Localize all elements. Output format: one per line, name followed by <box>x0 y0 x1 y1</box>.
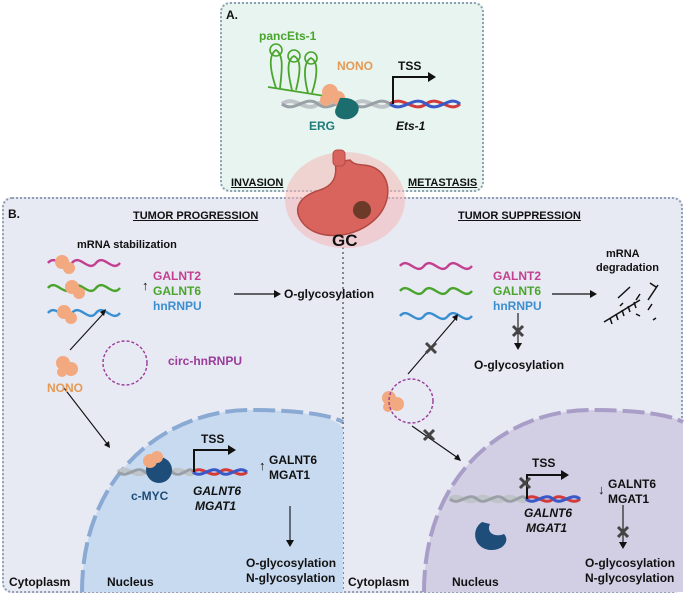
metastasis-label: METASTASIS <box>408 177 478 189</box>
galnt2-right: GALNT2 <box>493 269 541 283</box>
block-x-icon-2 <box>424 341 438 355</box>
cmyc-protein-icon-right <box>475 522 507 550</box>
cmyc-protein-icon <box>143 451 172 483</box>
erg-protein-icon <box>335 97 359 120</box>
panel-a-letter: A. <box>226 8 238 22</box>
stomach-icon <box>285 149 405 248</box>
invasion-label: INVASION <box>231 177 284 189</box>
mgat1-gene-right: MGAT1 <box>526 521 568 535</box>
oglyco-right-top: O-glycosylation <box>474 358 565 372</box>
nucleus-left-border <box>80 407 344 593</box>
tss-arrow-icon-a <box>392 72 436 104</box>
oglyco-nuc-right: O-glycosylation <box>585 556 676 570</box>
galnt6-right: GALNT6 <box>493 284 541 298</box>
mgat1-nuc-right: MGAT1 <box>608 492 650 506</box>
mgat1-gene-left: MGAT1 <box>195 499 237 513</box>
down-arrow-right: ↓ <box>598 482 605 497</box>
hnrnpu-right: hnRNPU <box>493 299 542 313</box>
block-x-icon-4 <box>518 476 532 490</box>
hnrnpu-left: hnRNPU <box>153 299 202 313</box>
block-x-icon-3 <box>422 428 436 442</box>
ets1-label: Ets-1 <box>396 119 426 133</box>
galnt6-gene-left: GALNT6 <box>193 484 241 498</box>
galnt6-nuc-left: GALNT6 <box>269 453 317 467</box>
oglyco-left-top: O-glycosylation <box>284 287 375 301</box>
arrow-to-oglyco-left <box>274 290 281 298</box>
tss-arrow-icon-left <box>193 445 236 472</box>
pancets-label: pancEts-1 <box>259 29 317 43</box>
block-x-icon-1 <box>511 324 525 338</box>
nucleus-right: Nucleus <box>452 575 499 589</box>
mrna-degradation-label-2: degradation <box>596 262 659 274</box>
oglyco-nuc-left: O-glycosylation <box>246 556 337 570</box>
mrna-degradation-label-1: mRNA <box>606 248 640 260</box>
tumor-progression-heading: TUMOR PROGRESSION <box>133 210 259 222</box>
nono-label-left: NONO <box>47 381 83 395</box>
circrna-icon-left <box>102 340 148 386</box>
tss-label-right: TSS <box>532 456 556 470</box>
pancets-rna-icon <box>267 43 351 101</box>
panel-b-letter: B. <box>8 207 20 221</box>
circrna-icon-right <box>388 378 434 424</box>
galnt2-left: GALNT2 <box>153 269 201 283</box>
nucleus-left: Nucleus <box>107 575 154 589</box>
circ-hnrnpu-label: circ-hnRNPU <box>168 354 243 368</box>
nono-label-a: NONO <box>337 59 373 73</box>
nglyco-nuc-left: N-glycosylation <box>246 571 336 585</box>
dna-icon-a <box>280 99 462 109</box>
up-arrow-left-1: ↑ <box>142 278 149 293</box>
mrna-stabilization-label: mRNA stabilization <box>77 239 177 251</box>
block-x-icon-5 <box>616 525 630 539</box>
cytoplasm-right: Cytoplasm <box>348 575 410 589</box>
galnt6-nuc-right: GALNT6 <box>608 477 656 491</box>
tumor-suppression-heading: TUMOR SUPPRESSION <box>458 210 581 222</box>
gc-label: GC <box>332 231 358 250</box>
nucleus-right-border <box>422 407 684 593</box>
cytoplasm-left: Cytoplasm <box>9 575 71 589</box>
tss-label-a: TSS <box>398 59 422 73</box>
up-arrow-left-2: ↑ <box>259 458 266 473</box>
nono-on-mrna-icons <box>55 255 85 324</box>
mgat1-nuc-left: MGAT1 <box>269 468 311 482</box>
nono-protein-icon-left <box>56 356 78 377</box>
cmyc-label: c-MYC <box>131 489 169 503</box>
nono-protein-icon-right <box>382 391 404 412</box>
galnt6-left: GALNT6 <box>153 284 201 298</box>
degraded-mrna-icon <box>603 282 659 325</box>
galnt6-gene-right: GALNT6 <box>524 506 572 520</box>
tss-arrow-icon-right <box>526 470 569 499</box>
nglyco-nuc-right: N-glycosylation <box>585 571 675 585</box>
mrna-waves-right <box>399 261 473 321</box>
tss-label-left: TSS <box>201 432 225 446</box>
erg-label: ERG <box>309 119 336 133</box>
dna-icon-right <box>448 494 581 504</box>
